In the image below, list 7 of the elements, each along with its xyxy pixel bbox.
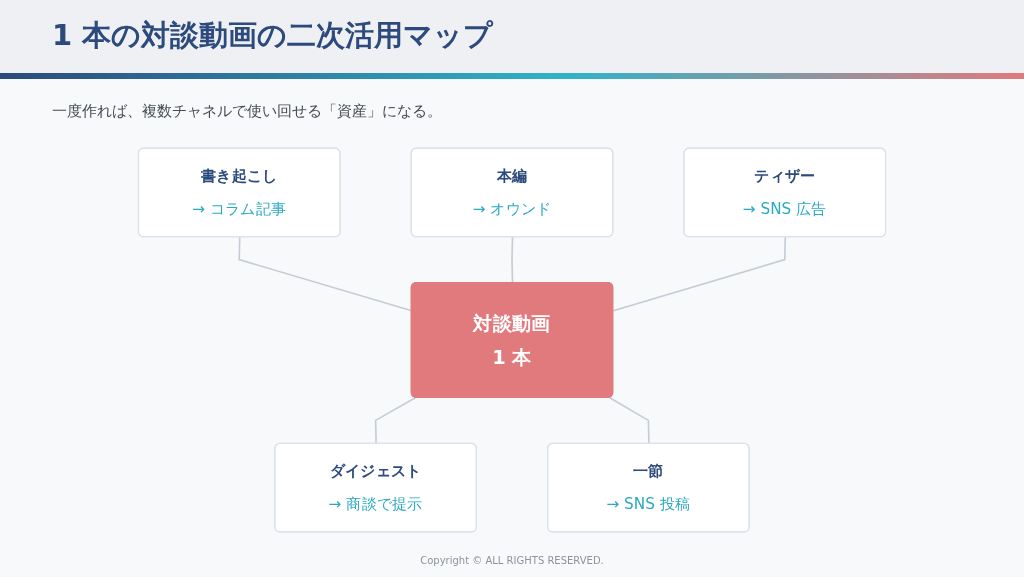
copyright-footer: Copyright © ALL RIGHTS RESERVED.	[0, 555, 1024, 566]
connector	[374, 396, 417, 445]
subtitle-text: 一度作れば、複数チャネルで使い回せる「資産」になる。	[52, 102, 442, 121]
connector	[612, 236, 787, 312]
connector	[511, 236, 514, 284]
connector	[608, 396, 650, 445]
page-title: 1 本の対談動画の二次活用マップ	[52, 17, 494, 54]
